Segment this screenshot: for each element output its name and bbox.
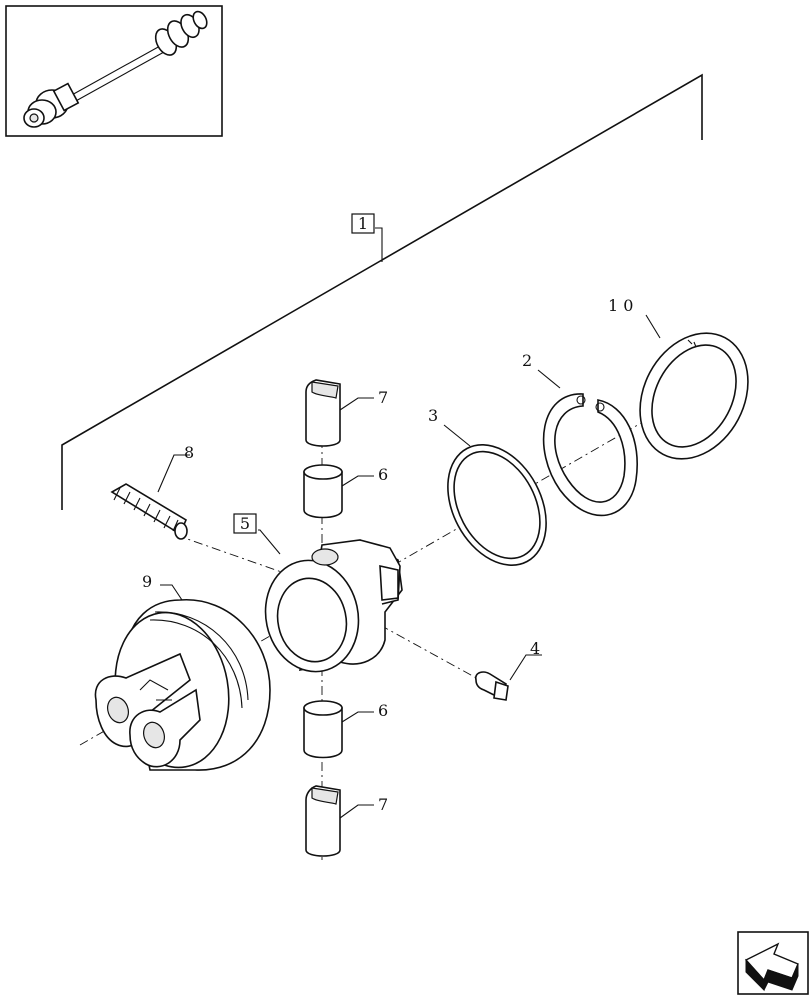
bushing-lower — [303, 700, 343, 759]
driveshaft-thumbnail-icon[interactable] — [5, 5, 223, 137]
callout-9: 9 — [142, 572, 152, 591]
callout-10: 1 0 — [608, 296, 633, 315]
grease-fitting — [474, 671, 509, 701]
callout-7-upper: 7 — [378, 388, 388, 407]
cap-upper — [305, 379, 341, 447]
group-bracket — [61, 73, 703, 510]
group-bracket-leader — [375, 227, 383, 262]
callout-7-lower: 7 — [378, 795, 388, 814]
leader-lines — [157, 314, 661, 819]
callout-1: 1 — [351, 213, 375, 234]
callout-6-upper: 6 — [378, 465, 388, 484]
bushing-upper — [303, 464, 343, 519]
snap-ring — [542, 393, 638, 517]
callout-3: 3 — [428, 406, 438, 425]
cross-hub — [264, 539, 403, 673]
next-page-arrow-icon[interactable] — [737, 931, 809, 995]
cap-lower — [305, 785, 341, 857]
yoke-body — [94, 599, 271, 771]
washer — [639, 332, 749, 460]
callout-4: 4 — [530, 639, 540, 658]
callout-6-lower: 6 — [378, 701, 388, 720]
svg-text:1: 1 — [358, 214, 368, 233]
o-ring — [447, 444, 547, 566]
callout-8: 8 — [184, 443, 194, 462]
callout-2: 2 — [522, 351, 532, 370]
callout-5: 5 — [233, 513, 257, 534]
svg-text:5: 5 — [240, 514, 250, 533]
threaded-stud — [110, 483, 188, 540]
